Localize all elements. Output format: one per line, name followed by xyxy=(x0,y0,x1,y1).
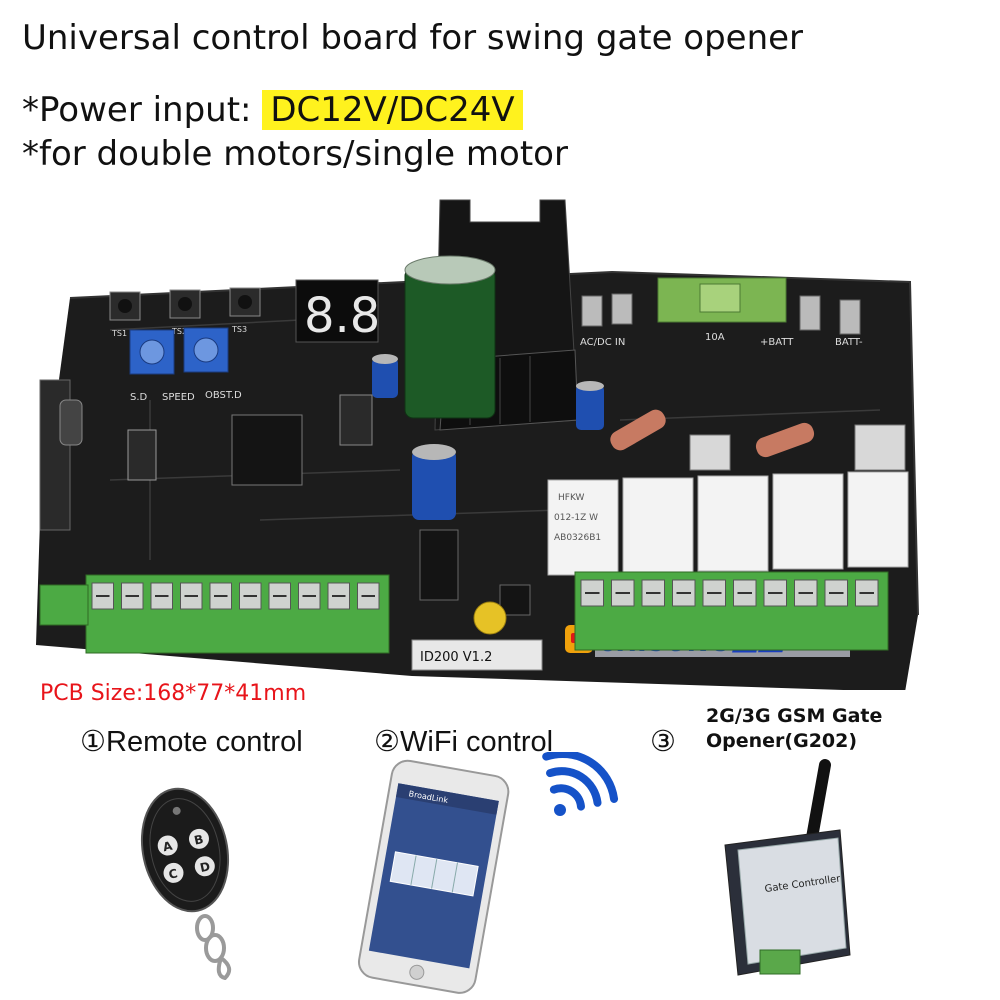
button-label: TS1 xyxy=(111,329,127,338)
pcb-size-label: PCB Size:168*77*41mm xyxy=(40,681,307,706)
led-indicator xyxy=(172,806,181,815)
microcontroller-chip xyxy=(231,414,303,486)
voltage-regulator xyxy=(339,394,373,446)
pot-label: OBST.D xyxy=(205,390,242,401)
battery-terminal xyxy=(799,295,821,331)
remote-buttons xyxy=(157,828,215,883)
smd-chip xyxy=(499,584,531,616)
gsm-label-line1: 2G/3G GSM Gate xyxy=(706,705,883,727)
mosfet xyxy=(689,434,731,471)
relays xyxy=(547,471,909,576)
small-capacitors xyxy=(372,354,604,520)
gsm-terminal xyxy=(759,949,801,975)
button-label: TS3 xyxy=(231,325,247,334)
power-input-label-pcb: AC/DC IN xyxy=(580,337,625,348)
power-input-label: *Power input: xyxy=(22,90,263,130)
motor-type-line: *for double motors/single motor xyxy=(22,134,568,174)
control-board-image: TS1 TS2 TS3 S.D SPEED OBST.D 8.8 AC/DC I… xyxy=(36,199,919,690)
gsm-label-line2: Opener(G202) xyxy=(706,730,858,752)
battery-plus-label: +BATT xyxy=(760,337,794,348)
power-input-value: DC12V/DC24V xyxy=(262,90,523,130)
button-label: TS2 xyxy=(171,327,187,336)
fuse-label: 10A xyxy=(705,332,725,343)
header-pins xyxy=(127,429,157,481)
version-label-plate xyxy=(411,639,543,671)
feature-gsm-number: ③ xyxy=(650,726,676,758)
relay-text: HFKW xyxy=(558,493,585,503)
battery-minus-label: BATT- xyxy=(835,337,863,348)
remote-button-a: A xyxy=(162,839,175,855)
crystal xyxy=(59,399,83,446)
feature-wifi-label: ②WiFi control xyxy=(374,726,554,758)
power-resistors xyxy=(610,409,815,458)
display-readout: 8.8 xyxy=(304,288,380,344)
push-buttons xyxy=(109,287,261,321)
seven-segment-display xyxy=(295,279,379,343)
driver-chip xyxy=(419,529,459,601)
feature-remote-label: ①Remote control xyxy=(80,726,303,758)
remote-control-image: A B C D xyxy=(140,787,232,980)
feature-gsm-label: 2G/3G GSM Gate Opener(G202) xyxy=(706,704,882,754)
terminal-block-left xyxy=(39,574,390,654)
pot-label: S.D xyxy=(130,392,148,403)
power-input-line: *Power input: DC12V/DC24V xyxy=(22,90,523,130)
power-input-connector xyxy=(581,295,603,327)
home-button xyxy=(409,964,425,980)
key-ring xyxy=(195,914,232,980)
gsm-gate-controller-image: Gate Controller xyxy=(724,759,851,976)
terminal-block-right xyxy=(574,571,889,651)
pot-label: SPEED xyxy=(162,392,195,403)
remote-button-c: C xyxy=(167,866,179,882)
relay-text: 012-1Z W xyxy=(554,513,598,523)
potentiometers xyxy=(129,327,229,375)
remote-button-b: B xyxy=(193,832,205,848)
power-input-connector xyxy=(611,293,633,325)
wifi-icon xyxy=(542,752,619,816)
remote-button-d: D xyxy=(199,859,212,875)
relay-text: AB0326B1 xyxy=(554,533,601,543)
page-title: Universal control board for swing gate o… xyxy=(22,18,804,58)
terminal-end-clamp xyxy=(39,584,89,626)
mosfet xyxy=(854,424,906,471)
smartphone-image: BroadLink xyxy=(357,759,510,994)
large-capacitor xyxy=(404,255,496,419)
version-label: ID200 V1.2 xyxy=(420,650,492,665)
remote-body xyxy=(140,787,230,913)
battery-terminal xyxy=(839,299,861,335)
ceramic-capacitor xyxy=(473,601,507,635)
